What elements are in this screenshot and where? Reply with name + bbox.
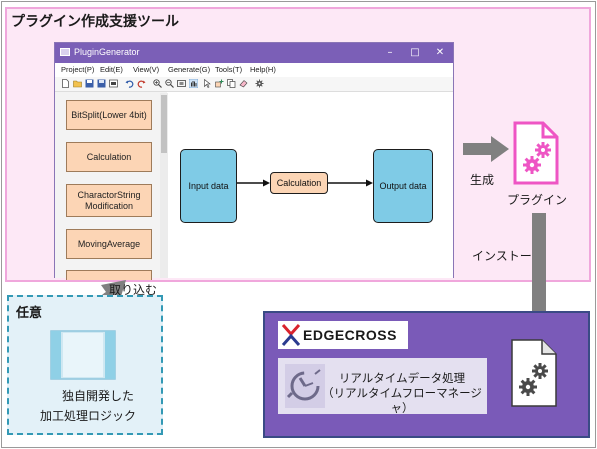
optional-title: 任意	[16, 306, 43, 321]
plugin-file-icon	[513, 121, 559, 185]
palette-scrollbar[interactable]	[160, 93, 168, 278]
zoom-in-icon[interactable]	[153, 79, 162, 88]
export-icon[interactable]	[109, 79, 118, 88]
new-file-icon[interactable]	[61, 79, 70, 88]
menu-bar: Project(P) Edit(E) View(V) Generate(G) T…	[55, 63, 453, 77]
palette-item-bitsplit[interactable]: BitSplit(Lower 4bit)	[66, 100, 152, 130]
palette-item-calculation[interactable]: Calculation	[66, 142, 152, 172]
save-as-icon[interactable]	[97, 79, 106, 88]
zoom-out-icon[interactable]	[165, 79, 174, 88]
eraser-icon[interactable]	[239, 79, 248, 88]
fit-view-icon[interactable]	[177, 79, 186, 88]
palette-item-moving-average[interactable]: MovingAverage	[66, 229, 152, 259]
open-folder-icon[interactable]	[73, 79, 82, 88]
plugin-tool-title: プラグイン作成支援ツール	[11, 14, 179, 30]
menu-project[interactable]: Project(P)	[61, 65, 95, 74]
undo-icon[interactable]	[125, 79, 134, 88]
maximize-button[interactable]: □	[410, 47, 420, 58]
menu-generate[interactable]: Generate(G)	[168, 65, 211, 74]
realtime-line1: リアルタイムデータ処理	[338, 371, 466, 385]
redo-icon[interactable]	[137, 79, 146, 88]
plugin-generator-window: PluginGenerator – □ ✕ Project(P) Edit(E)…	[54, 42, 454, 280]
menu-view[interactable]: View(V)	[133, 65, 160, 74]
window-title: PluginGenerator	[74, 47, 140, 57]
close-button[interactable]: ✕	[435, 47, 445, 58]
optional-caption-line2: 加工処理ロジック	[40, 409, 137, 423]
menu-tools[interactable]: Tools(T)	[215, 65, 243, 74]
connector-arrowhead	[263, 179, 270, 187]
menu-help[interactable]: Help(H)	[250, 65, 276, 74]
optional-caption-line1: 独自開発した	[62, 389, 135, 403]
node-input-data[interactable]: Input data	[180, 149, 237, 223]
menu-edit[interactable]: Edit(E)	[100, 65, 123, 74]
realtime-line2: （リアルタイムフローマネージャ）	[322, 386, 482, 415]
install-label: インストール	[472, 249, 544, 263]
minimize-button[interactable]: –	[387, 47, 393, 58]
save-icon[interactable]	[85, 79, 94, 88]
node-calculation[interactable]: Calculation	[270, 172, 328, 194]
toolbar	[55, 77, 453, 92]
custom-logic-panel-icon	[50, 330, 116, 380]
edgecross-logo-mark	[281, 324, 301, 346]
installed-plugin-icon	[511, 339, 557, 407]
node-output-data[interactable]: Output data	[373, 149, 433, 223]
generate-arrow	[463, 136, 509, 162]
install-arrow	[524, 213, 554, 335]
add-node-icon[interactable]	[215, 79, 224, 88]
realtime-flow-icon	[285, 364, 325, 408]
app-icon	[60, 48, 70, 56]
edgecross-logo-text: EDGECROSS	[303, 327, 397, 343]
import-label: 取り込む	[109, 283, 158, 297]
plugin-label: プラグイン	[507, 193, 568, 207]
copy-icon[interactable]	[227, 79, 236, 88]
window-titlebar: PluginGenerator – □ ✕	[55, 43, 453, 63]
connector-arrowhead	[366, 179, 373, 187]
scrollbar-thumb[interactable]	[161, 95, 167, 153]
pointer-icon[interactable]	[203, 79, 212, 88]
flow-canvas[interactable]: Input data Calculation Output data	[168, 92, 453, 278]
hand-pan-icon[interactable]	[189, 79, 198, 88]
node-palette: BitSplit(Lower 4bit) Calculation Charact…	[55, 92, 167, 280]
realtime-processing-text: リアルタイムデータ処理 （リアルタイムフローマネージャ）	[322, 371, 482, 416]
palette-item-partial[interactable]	[66, 270, 152, 280]
palette-item-string-modification[interactable]: CharactorString Modification	[66, 184, 152, 217]
generate-label: 生成	[470, 173, 495, 187]
settings-gear-icon[interactable]	[255, 79, 264, 88]
